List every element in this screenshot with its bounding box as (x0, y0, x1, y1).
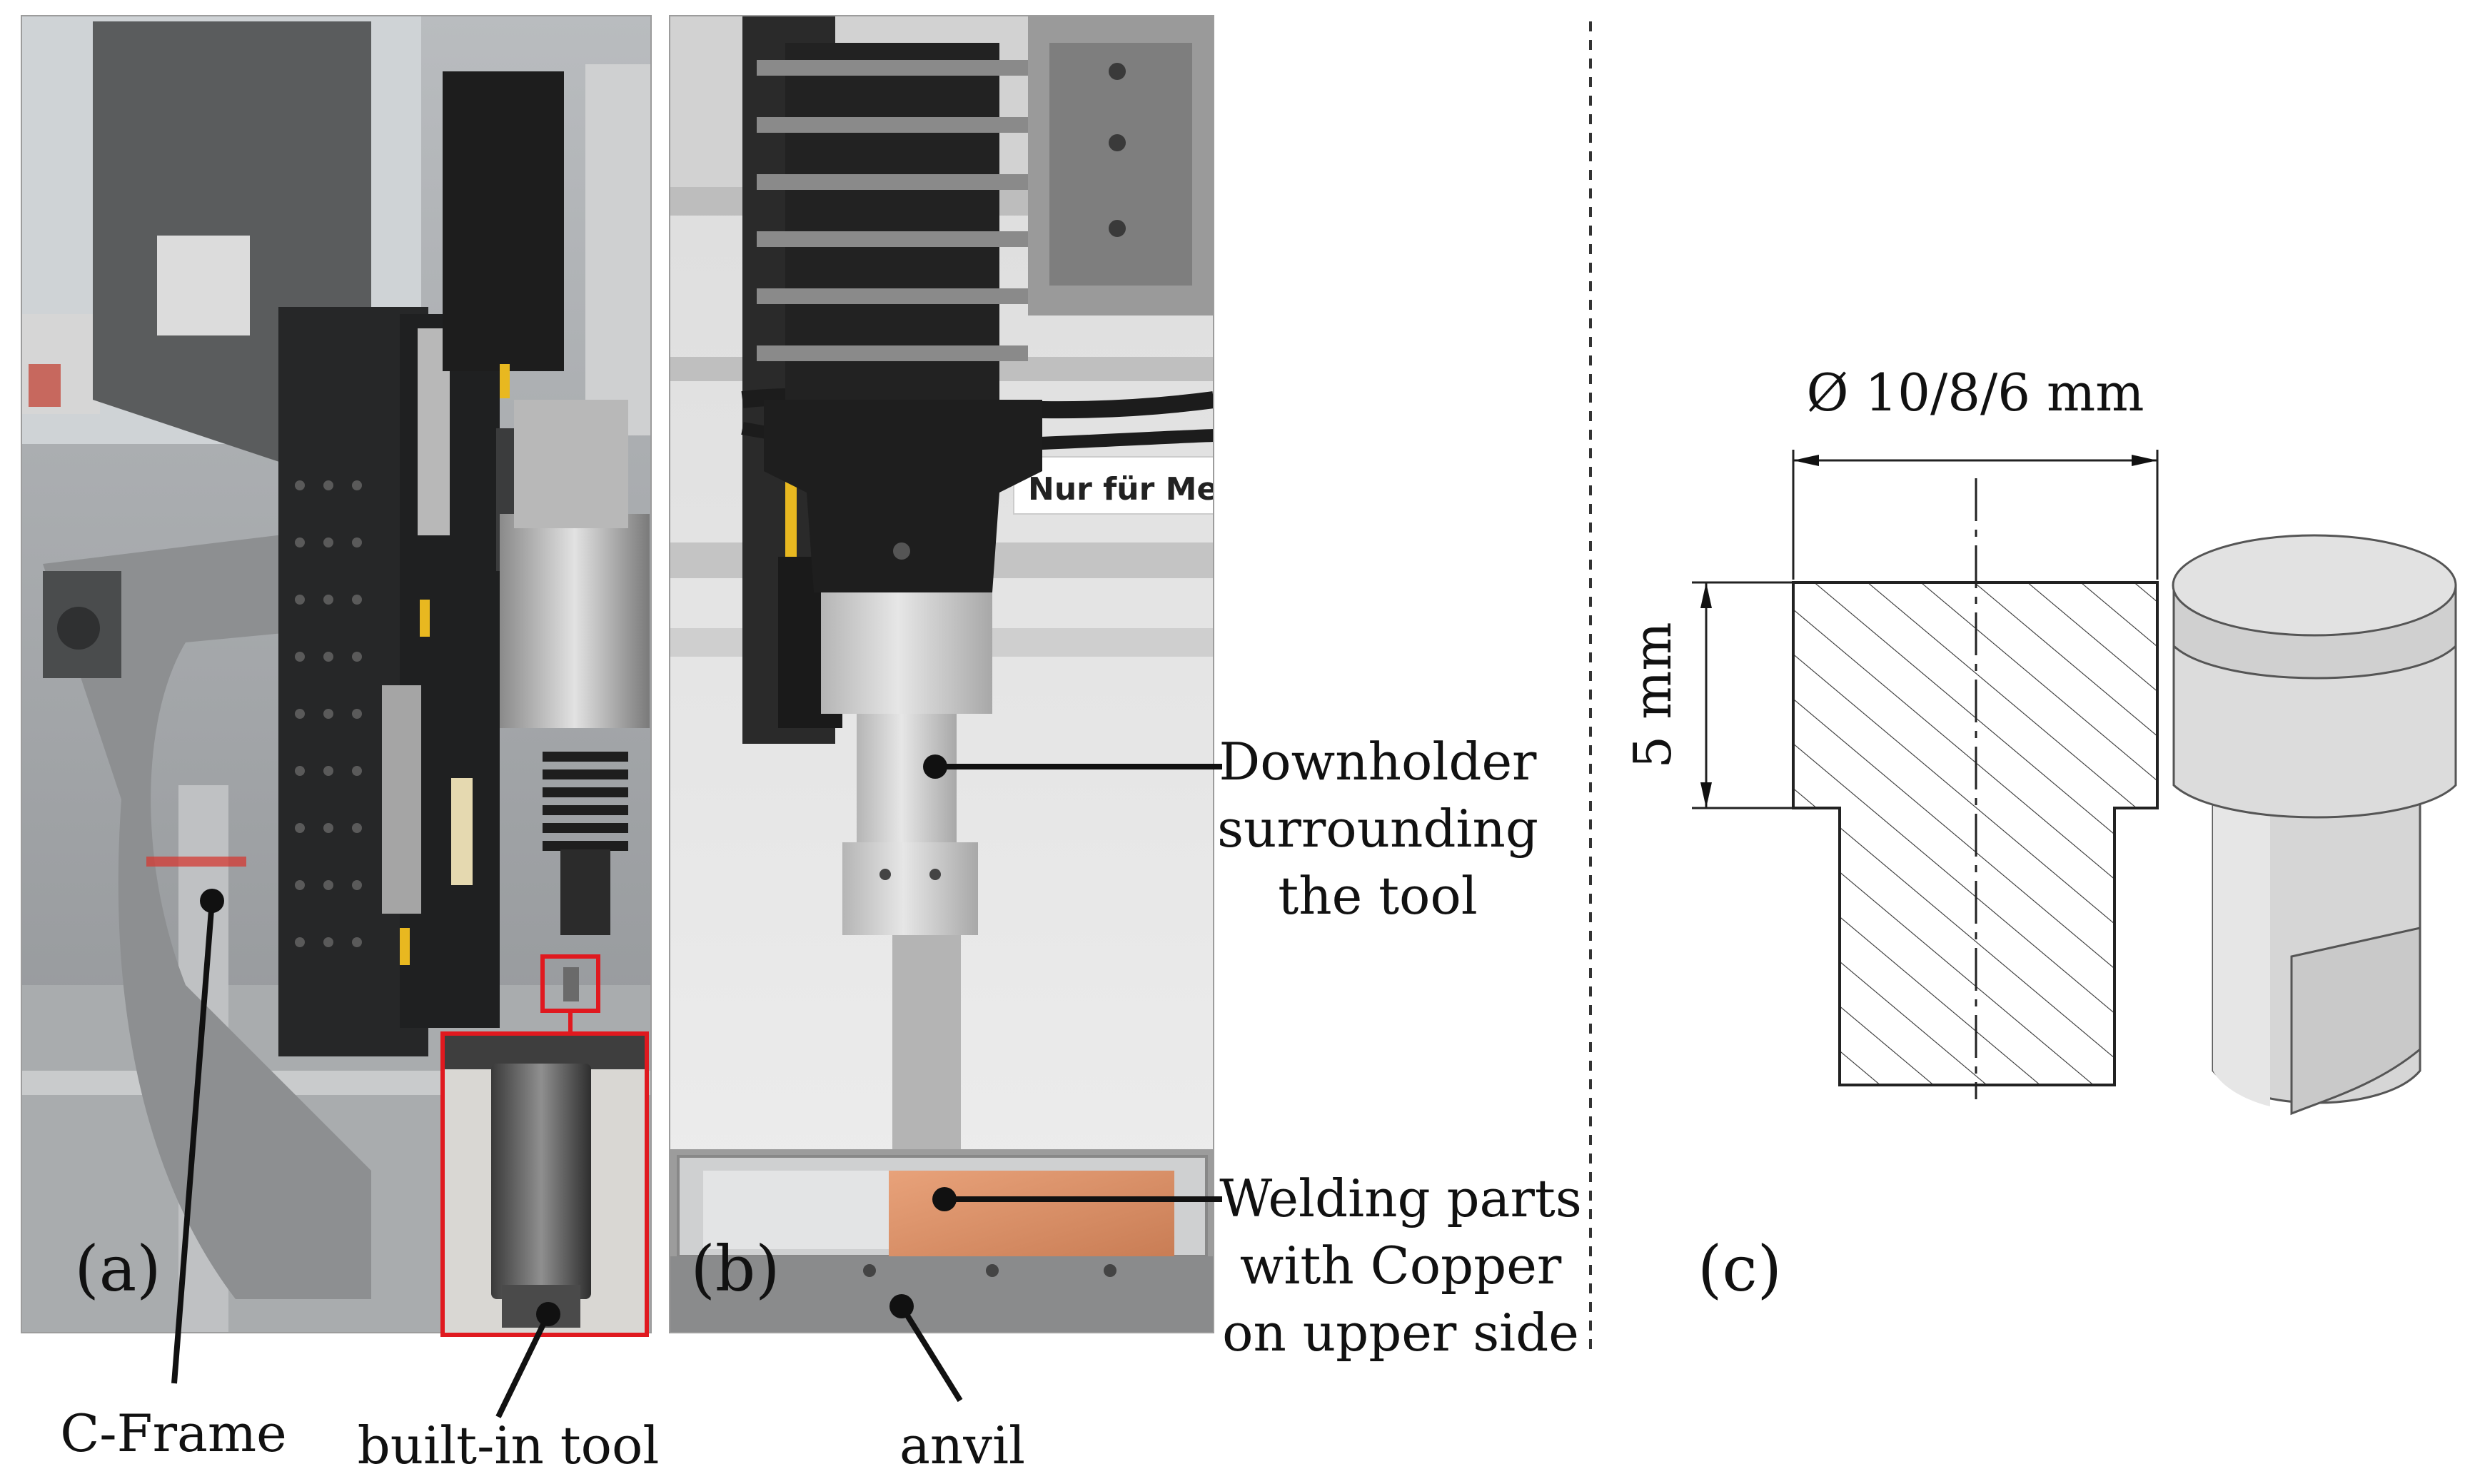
panel-a-letter: (a) (74, 1232, 161, 1306)
tool-3d-render (2172, 534, 2457, 1116)
photo-sign-text: Nur für Meta (1028, 471, 1254, 508)
label-downholder-line1: Downholder (1219, 732, 1538, 792)
panel-a-photo (21, 16, 651, 1333)
leader-dot (923, 754, 947, 779)
panel-c-letter: (c) (1698, 1232, 1782, 1306)
leader-dot (536, 1302, 560, 1326)
leader-dot (889, 1294, 914, 1318)
leader-dot (932, 1187, 957, 1211)
magnifier-inset (440, 1031, 649, 1337)
panel-a-border (21, 15, 652, 1333)
height-label: 5 mm (1623, 622, 1683, 768)
label-welding-parts: Welding parts with Copper on upper side (1219, 1168, 1582, 1363)
label-c-frame: C-Frame (60, 1403, 287, 1463)
label-downholder-line3: the tool (1278, 866, 1477, 926)
tool-cross-section (1692, 450, 2159, 1099)
leader-anvil (899, 1304, 963, 1403)
panel-b-letter: (b) (691, 1232, 780, 1306)
leader-tool (495, 1313, 551, 1418)
label-welding-line3: on upper side (1222, 1303, 1579, 1363)
leader-cframe (171, 900, 215, 1384)
diameter-label: Ø 10/8/6 mm (1806, 363, 2144, 423)
leader-dot (200, 889, 224, 913)
label-built-in-tool: built-in tool (358, 1415, 660, 1475)
label-welding-line1: Welding parts (1219, 1168, 1582, 1228)
label-welding-line2: with Copper (1240, 1236, 1562, 1296)
label-downholder-line2: surrounding (1217, 799, 1538, 859)
panel-b-photo: Nur für Meta (670, 16, 1254, 1333)
panel-b-border (669, 15, 1214, 1333)
label-downholder: Downholder surrounding the tool (1217, 732, 1538, 926)
label-anvil: anvil (899, 1415, 1025, 1475)
